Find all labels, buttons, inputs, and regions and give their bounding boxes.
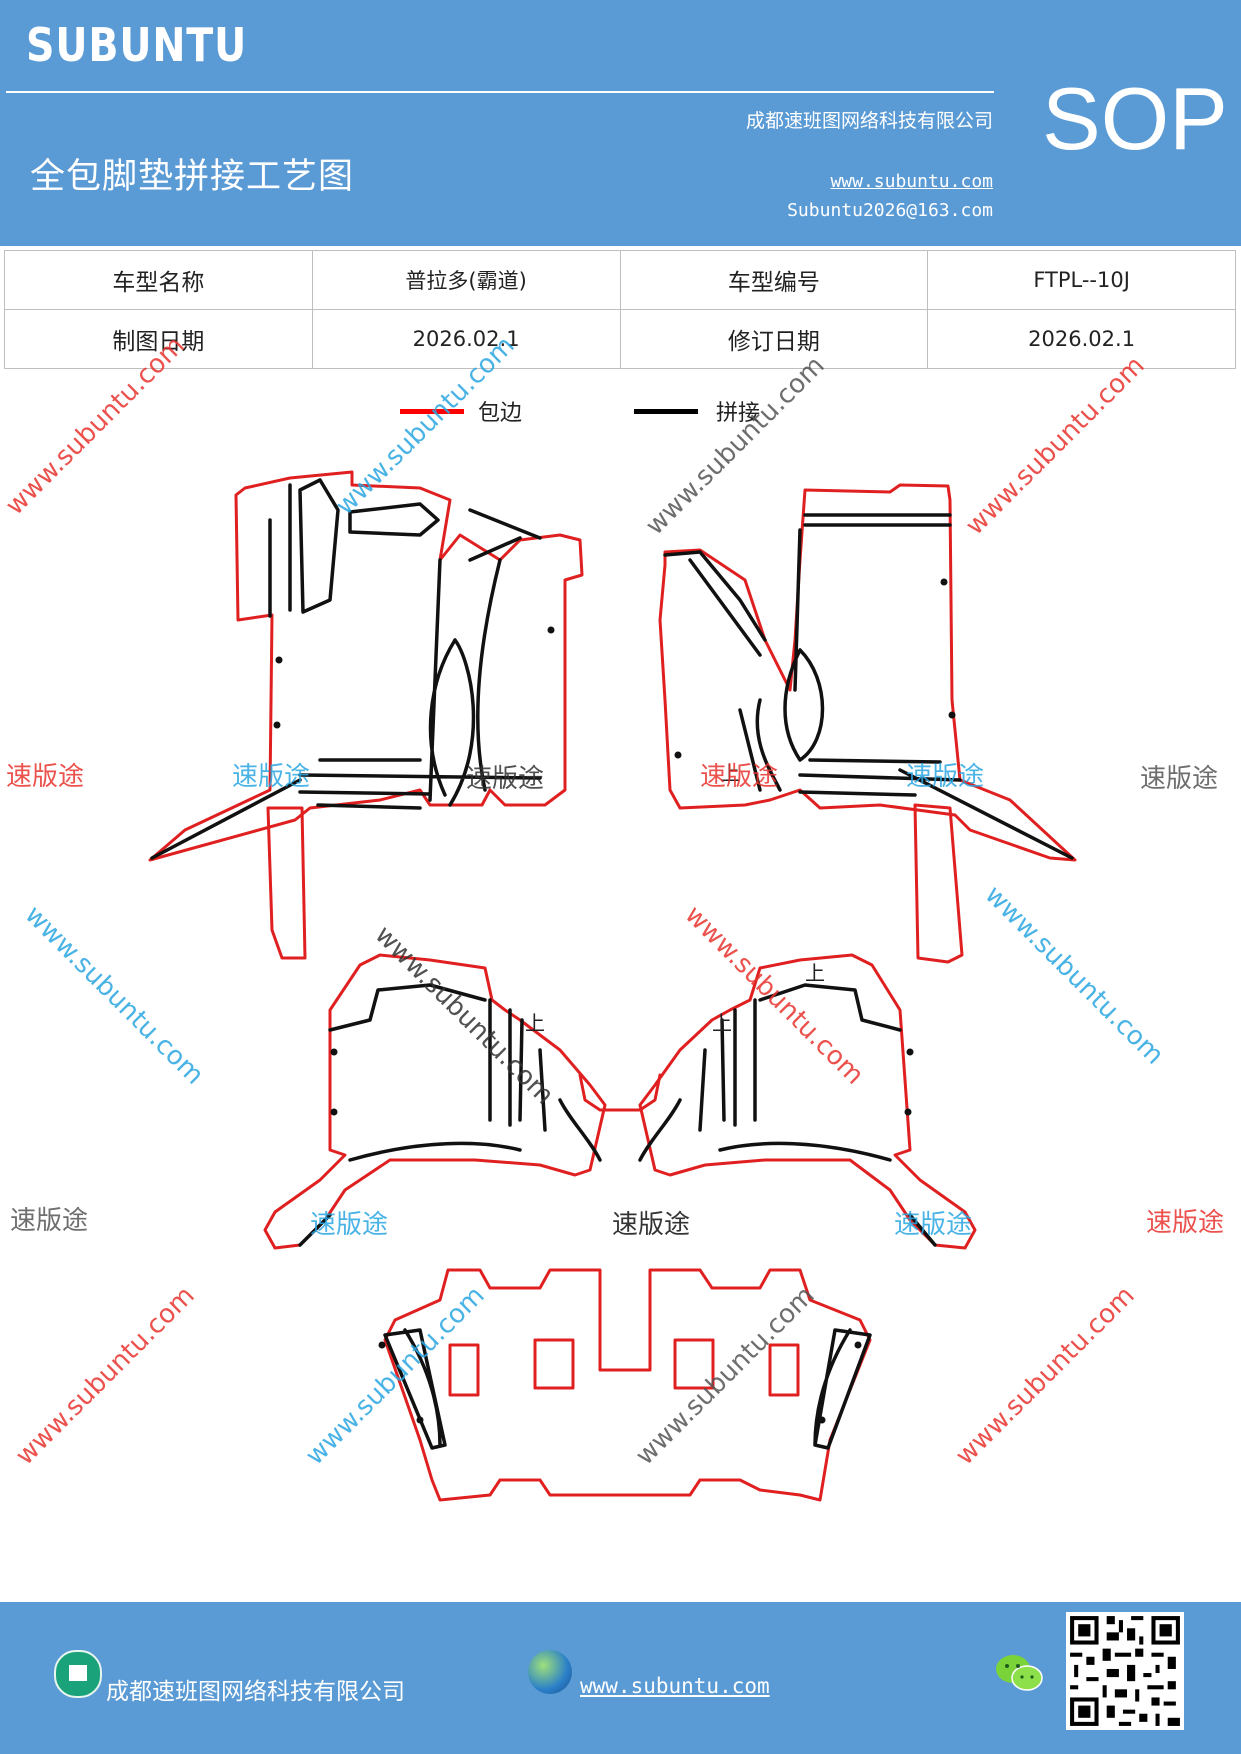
building-icon [54,1650,102,1698]
header-website-link[interactable]: www.subuntu.com [830,171,993,192]
middle-right-mat-joints [638,983,937,1247]
front-left-mat-joints [150,478,542,860]
draw-date-value: 2026.02.1 [311,309,621,369]
pin-dots [273,578,956,1424]
legend-joint-label: 拼接 [716,401,761,426]
vehicle-info-table: 车型名称 普拉多(霸道) 车型编号 FTPL--10J 制图日期 2026.02… [4,250,1236,369]
middle-left-mat-joints [298,983,602,1247]
watermark-brand: 速版途 [894,1210,973,1240]
footer-banner: 成都速班图网络科技有限公司 www.subuntu.com [0,1602,1241,1754]
sop-badge: SOP [1042,69,1228,168]
watermark-brand: 速版途 [906,762,985,792]
legend-edge-swatch [400,409,464,414]
header-email[interactable]: Subuntu2026@163.com [787,200,993,221]
watermark-brand: 速版途 [700,762,779,792]
watermark-brand: 速版途 [1140,764,1219,794]
page-title: 全包脚垫拼接工艺图 [30,157,355,197]
header-divider [6,91,994,93]
footer-company: 成都速班图网络科技有限公司 [106,1679,405,1705]
revise-date-label: 修订日期 [619,309,929,369]
rear-mat-joints [383,1328,872,1450]
up-mark: 上 [525,1011,545,1035]
revise-date-value: 2026.02.1 [927,309,1236,369]
watermark-brand: 速版途 [1146,1208,1225,1238]
watermark-brand: 速版途 [232,762,311,792]
front-left-mat-edge [148,470,584,960]
watermark-brand: 速版途 [310,1210,389,1240]
globe-icon [528,1650,572,1694]
middle-left-mat-edge [263,953,607,1250]
legend-edge-label: 包边 [478,401,523,426]
watermark-brand: 速版途 [612,1210,691,1240]
car-name-label: 车型名称 [4,250,313,310]
up-mark: 上 [720,761,740,785]
watermark-brand: 速版途 [466,764,545,794]
car-name-value: 普拉多(霸道) [311,250,621,310]
table-row: 制图日期 2026.02.1 修订日期 2026.02.1 [4,309,1236,369]
up-mark: 上 [805,961,825,985]
legend-joint-swatch [634,409,698,414]
front-right-mat-joints [663,513,1074,860]
qr-code [1066,1612,1184,1730]
car-code-label: 车型编号 [619,250,929,310]
floor-mat-diagram: 上 上 上 上 [148,470,1077,1502]
up-mark: 上 [712,1011,732,1035]
header-banner: SUBUNTU 成都速班图网络科技有限公司 全包脚垫拼接工艺图 www.subu… [0,0,1241,246]
middle-right-mat-edge [638,953,977,1250]
car-code-value: FTPL--10J [927,250,1236,310]
rear-mat-pads [448,1338,800,1397]
wechat-icon[interactable] [994,1652,1044,1694]
watermark-brand: 速版途 [10,1206,89,1236]
brand-logo: SUBUNTU [26,18,248,72]
watermark-brand: 速版途 [6,762,85,792]
table-row: 车型名称 普拉多(霸道) 车型编号 FTPL--10J [4,250,1236,310]
draw-date-label: 制图日期 [4,309,313,369]
footer-website-link[interactable]: www.subuntu.com [580,1674,770,1698]
middle-tunnel-edge [578,1073,662,1112]
header-company: 成都速班图网络科技有限公司 [745,110,993,132]
front-right-mat-edge [658,483,1077,964]
